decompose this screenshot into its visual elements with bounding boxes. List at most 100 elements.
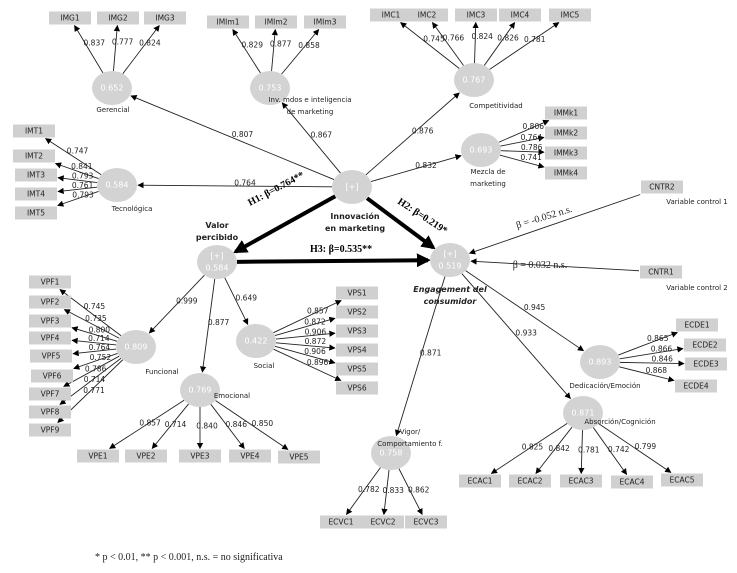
loading-value: 0.842 (548, 444, 570, 453)
loading-arrow (483, 21, 516, 66)
indicator-label: ECDE1 (684, 321, 709, 330)
loading-value: 0.833 (382, 486, 404, 495)
loading-value: 0.786 (521, 143, 543, 152)
construct-label: Competitividad (469, 102, 522, 110)
loading-arrow (619, 366, 675, 383)
loading-arrow (400, 22, 460, 69)
loading-arrow (592, 427, 628, 476)
construct-comp (454, 63, 494, 97)
construct-label: Comportamiento f. (377, 440, 443, 448)
loading-value: 0.829 (242, 41, 264, 50)
loading-value: 0.764 (521, 133, 543, 142)
loading-arrow (73, 352, 118, 370)
path-arrow (461, 273, 571, 400)
construct-value: 0.871 (572, 409, 595, 418)
path-arrow (394, 276, 446, 437)
indicator-box (179, 449, 221, 463)
indicator-label: IMMk1 (554, 109, 578, 118)
indicator-label: VPS1 (347, 289, 366, 298)
construct-valor (197, 245, 237, 279)
indicator-box (304, 15, 346, 29)
loading-arrow (275, 342, 336, 351)
indicator-box (545, 106, 587, 120)
indicator-box (560, 474, 602, 488)
loading-value: 0.858 (298, 41, 320, 50)
loading-value: 0.781 (578, 445, 600, 454)
loading-value: 0.747 (67, 146, 89, 155)
loading-value: 0.764 (89, 343, 111, 352)
indicator-box (459, 474, 501, 488)
loading-value: 0.745 (423, 35, 445, 44)
construct-label: Gerencial (96, 106, 129, 114)
indicator-box (676, 318, 718, 332)
loading-value: 0.857 (307, 306, 329, 315)
control-name: Variable control 1 (666, 198, 728, 206)
loading-value: 0.826 (497, 33, 519, 42)
indicator-label: IMG2 (108, 14, 127, 23)
construct-label: marketing (470, 180, 506, 188)
construct-label: Innovación (330, 211, 379, 221)
loading-value: 0.872 (305, 337, 327, 346)
indicator-label: IMT2 (25, 152, 43, 161)
construct-vig (371, 436, 411, 470)
path-arrow (148, 274, 205, 334)
indicator-box (29, 295, 71, 309)
indicator-label: VPF6 (43, 372, 62, 381)
loading-arrow (275, 330, 336, 340)
path-arrow (370, 154, 462, 182)
construct-label: Mezcla de (470, 168, 505, 176)
hypothesis-label: H1: β=0.764** (246, 170, 306, 209)
indicator-label: VPS2 (347, 308, 366, 317)
indicator-box (13, 124, 55, 138)
indicator-box (278, 450, 320, 464)
indicator-label: IMT3 (27, 171, 45, 180)
indicator-box (30, 349, 72, 363)
loading-value: 0.793 (72, 171, 94, 180)
indicator-label: VPF1 (41, 278, 60, 287)
path-coefficient: 0.871 (420, 349, 442, 358)
loading-arrow (273, 348, 342, 381)
loading-value: 0.841 (71, 162, 93, 171)
construct-eng (430, 243, 470, 277)
indicator-label: IMT4 (27, 190, 45, 199)
loading-value: 0.872 (304, 318, 326, 327)
indicator-box (29, 387, 71, 401)
indicator-label: ECAC4 (620, 478, 645, 487)
construct-label: Valor (205, 221, 228, 230)
loading-value: 0.896 (307, 358, 329, 367)
indicator-box (362, 515, 404, 529)
indicator-box (684, 338, 726, 352)
loading-arrow (57, 186, 98, 195)
indicator-label: VPF3 (41, 317, 60, 326)
control-coefficient: β = 0.032 n.s. (513, 260, 568, 271)
construct-value: 0.767 (463, 76, 486, 85)
indicator-box (15, 168, 57, 182)
indicator-box (336, 286, 378, 300)
loading-value: 0.846 (651, 355, 673, 364)
loading-value: 0.714 (88, 334, 110, 343)
construct-plus-icon: [+] (444, 250, 457, 259)
indicator-label: VPE2 (136, 452, 155, 461)
indicator-box (15, 206, 57, 220)
indicator-label: IMIm2 (265, 18, 288, 27)
loading-arrow (618, 331, 678, 356)
indicator-box (255, 15, 297, 29)
indicator-label: IMIm3 (314, 18, 337, 27)
path-coefficient: 0.999 (176, 297, 198, 306)
indicator-label: IMG3 (155, 14, 174, 23)
construct-r2: 0.584 (206, 264, 229, 273)
construct-inv (250, 71, 290, 105)
path-coefficient: 0.877 (208, 318, 230, 327)
loading-value: 0.777 (112, 37, 134, 46)
indicator-box (675, 379, 717, 393)
indicator-label: IMMk3 (554, 149, 578, 158)
indicator-box (97, 11, 139, 25)
loading-arrow (432, 21, 464, 66)
loading-value: 0.824 (471, 32, 493, 41)
construct-soc (236, 324, 276, 358)
indicator-label: IMC5 (561, 11, 580, 20)
loading-value: 0.868 (646, 366, 668, 375)
indicator-box (125, 449, 167, 463)
indicator-label: IMT5 (27, 209, 45, 218)
indicator-box (77, 449, 119, 463)
